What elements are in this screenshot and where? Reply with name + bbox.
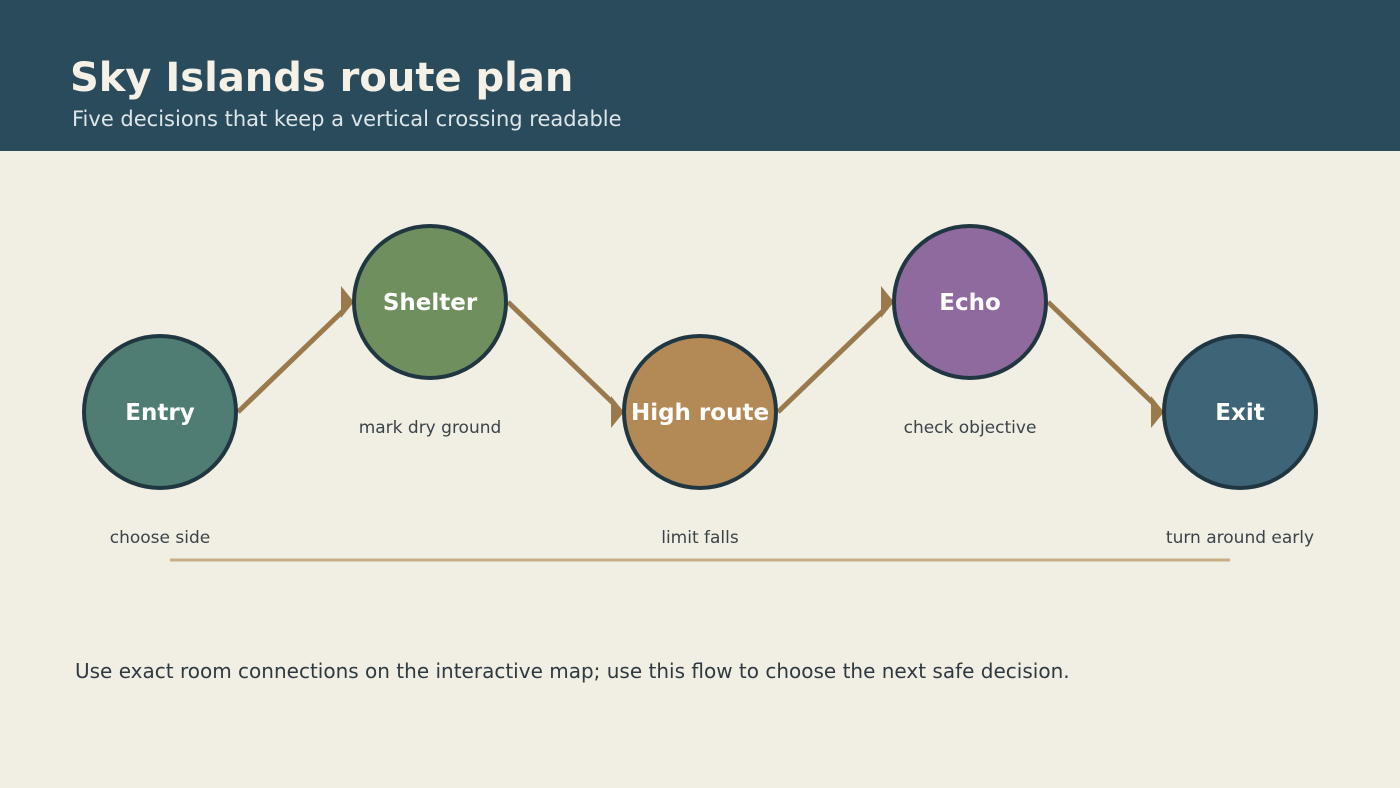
- node-caption: choose side: [110, 528, 210, 548]
- footer-note: Use exact room connections on the intera…: [75, 659, 1070, 683]
- flow-node-shelter: Shelter: [352, 224, 508, 380]
- node-caption: mark dry ground: [359, 418, 502, 438]
- flow-captions: choose side mark dry ground limit falls che…: [110, 418, 1314, 548]
- flow-node-exit: Exit: [1162, 334, 1318, 490]
- connector-line: [236, 308, 346, 414]
- arrow-head: [341, 286, 354, 318]
- page-title: Sky Islands route plan: [70, 55, 574, 101]
- node-caption: turn around early: [1166, 528, 1314, 548]
- node-label: High route: [631, 400, 769, 426]
- flow-node-high-route: High route: [622, 334, 778, 490]
- node-label: Echo: [939, 290, 1001, 316]
- node-label: Shelter: [383, 290, 478, 316]
- flow-node-entry: Entry: [82, 334, 238, 490]
- arrow-head: [881, 286, 894, 318]
- flow-node-echo: Echo: [892, 224, 1048, 380]
- arrow-head: [1151, 396, 1164, 428]
- node-circle: [82, 334, 238, 490]
- node-circle: [622, 334, 778, 490]
- connector-line: [506, 300, 616, 406]
- connector-arrows: [236, 286, 1164, 428]
- connector-line: [1046, 300, 1156, 406]
- node-circle: [352, 224, 508, 380]
- node-caption: limit falls: [661, 528, 739, 548]
- node-caption: check objective: [904, 418, 1037, 438]
- connector-line: [776, 308, 886, 414]
- node-label: Entry: [125, 400, 194, 426]
- arrow-head: [611, 396, 624, 428]
- node-label: Exit: [1215, 400, 1264, 426]
- page-subtitle: Five decisions that keep a vertical cros…: [72, 107, 622, 131]
- header-band: Sky Islands route plan Five decisions th…: [0, 0, 1400, 151]
- node-circle: [892, 224, 1048, 380]
- node-circle: [1162, 334, 1318, 490]
